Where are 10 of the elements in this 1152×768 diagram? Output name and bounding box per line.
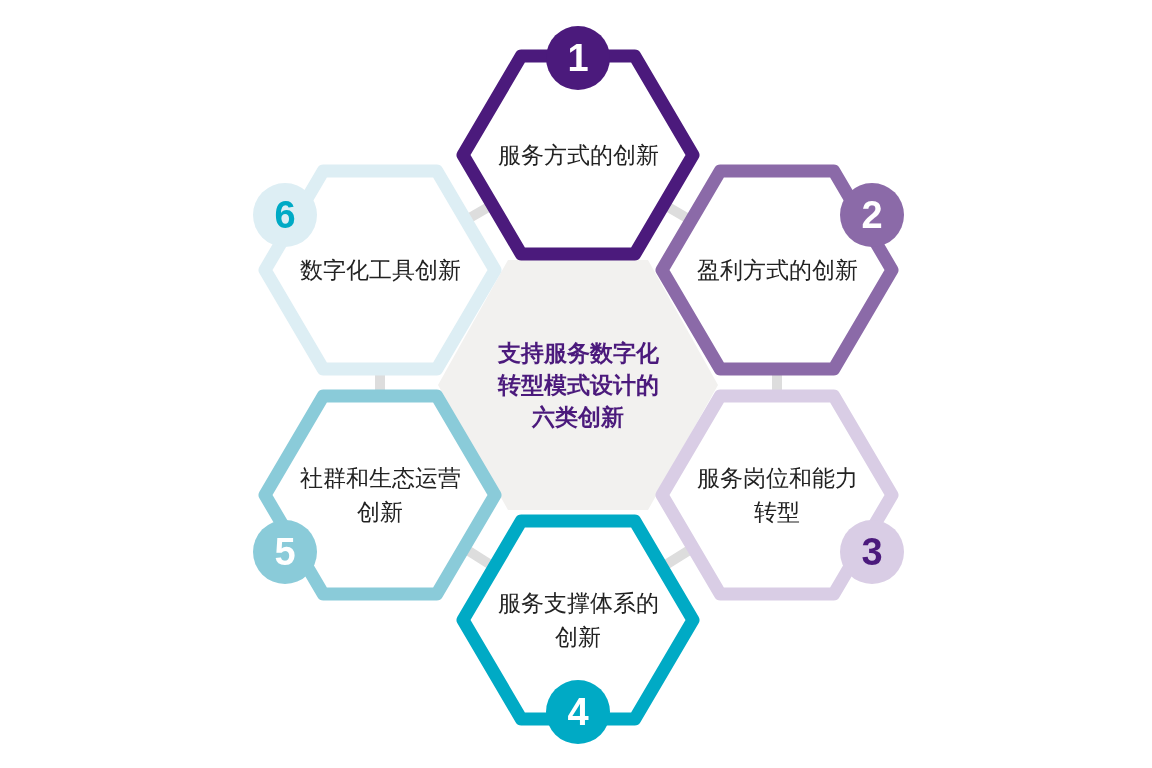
hexagon-label: 服务支撑体系的创新 bbox=[497, 590, 659, 650]
center-title: 支持服务数字化转型模式设计的六类创新 bbox=[497, 340, 659, 430]
hexagon-label: 数字化工具创新 bbox=[299, 257, 461, 283]
hexagon-label: 服务方式的创新 bbox=[497, 142, 659, 168]
number-badge: 5 bbox=[253, 520, 317, 584]
number-badge: 2 bbox=[840, 183, 904, 247]
hexagon-label: 盈利方式的创新 bbox=[696, 257, 858, 283]
number-badge: 1 bbox=[546, 26, 610, 90]
number-badge: 3 bbox=[840, 520, 904, 584]
number-badge: 6 bbox=[253, 183, 317, 247]
